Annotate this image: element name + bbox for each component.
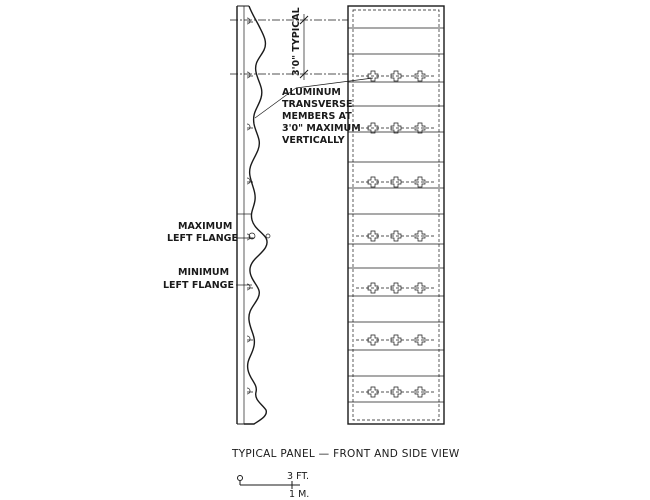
- label-line: MEMBERS AT: [282, 111, 352, 122]
- label-line: MAXIMUM: [178, 221, 232, 232]
- wavy-face-profile: [244, 5, 268, 425]
- side-clip: [246, 335, 253, 343]
- front-view-outline: [347, 5, 445, 425]
- scale-label-meters: 1 M.: [289, 489, 309, 500]
- scale-label-feet: 3 FT.: [287, 471, 309, 482]
- label-line: VERTICALLY: [282, 135, 345, 146]
- dimension-3ft: 3'0" TYPICAL: [230, 7, 348, 80]
- member-clip: [414, 386, 426, 398]
- member-clip: [367, 230, 379, 242]
- member-clip: [367, 386, 379, 398]
- dimension-tick-bottom: [299, 69, 309, 79]
- dimension-tick-top: [299, 15, 309, 25]
- leader-line: [254, 87, 297, 119]
- label-line: TRANSVERSE: [282, 99, 352, 110]
- member-clip: [414, 334, 426, 346]
- member-clip: [390, 386, 402, 398]
- min-flange-callout: MINIMUM LEFT FLANGE: [163, 267, 252, 291]
- member-clip: [390, 176, 402, 188]
- side-clip: [246, 123, 253, 131]
- side-clip: [246, 283, 253, 291]
- side-view: [236, 5, 271, 425]
- member-clip: [414, 70, 426, 82]
- member-clip: [367, 282, 379, 294]
- member-clip: [390, 282, 402, 294]
- member-clip: [414, 176, 426, 188]
- member-clip: [414, 230, 426, 242]
- transverse-members-callout: ALUMINUM TRANSVERSE MEMBERS AT 3'0" MAXI…: [254, 77, 374, 146]
- scale-origin: [237, 475, 243, 481]
- label-line: LEFT FLANGE: [163, 280, 234, 291]
- front-view: [347, 5, 445, 425]
- member-clip: [390, 334, 402, 346]
- transverse-members: [356, 70, 436, 398]
- member-clip: [414, 122, 426, 134]
- side-clip: [246, 17, 253, 25]
- member-clip: [414, 282, 426, 294]
- caption: TYPICAL PANEL — FRONT AND SIDE VIEW: [231, 448, 460, 460]
- side-clip: [246, 387, 253, 395]
- label-line: LEFT FLANGE: [167, 233, 238, 244]
- member-clip: [367, 176, 379, 188]
- member-clip: [390, 122, 402, 134]
- max-flange-callout: MAXIMUM LEFT FLANGE: [167, 221, 254, 244]
- scale-bar: 3 FT. 1 M.: [237, 471, 309, 500]
- label-line: MINIMUM: [178, 267, 229, 278]
- leader-line: [295, 77, 374, 89]
- dimension-label: 3'0" TYPICAL: [291, 7, 302, 76]
- member-clip: [390, 230, 402, 242]
- front-view-inner-outline: [352, 9, 440, 421]
- side-clip: [246, 71, 253, 79]
- member-clip: [367, 334, 379, 346]
- label-line: ALUMINUM: [282, 87, 341, 98]
- label-line: 3'0" MAXIMUM: [282, 123, 361, 134]
- member-clip: [390, 70, 402, 82]
- side-clip-circle: [248, 232, 256, 240]
- side-clip: [246, 177, 253, 185]
- member-clip: [367, 122, 379, 134]
- side-view-clips: [246, 17, 271, 395]
- side-clip-circle: [265, 233, 271, 239]
- front-view-seams: [348, 27, 444, 403]
